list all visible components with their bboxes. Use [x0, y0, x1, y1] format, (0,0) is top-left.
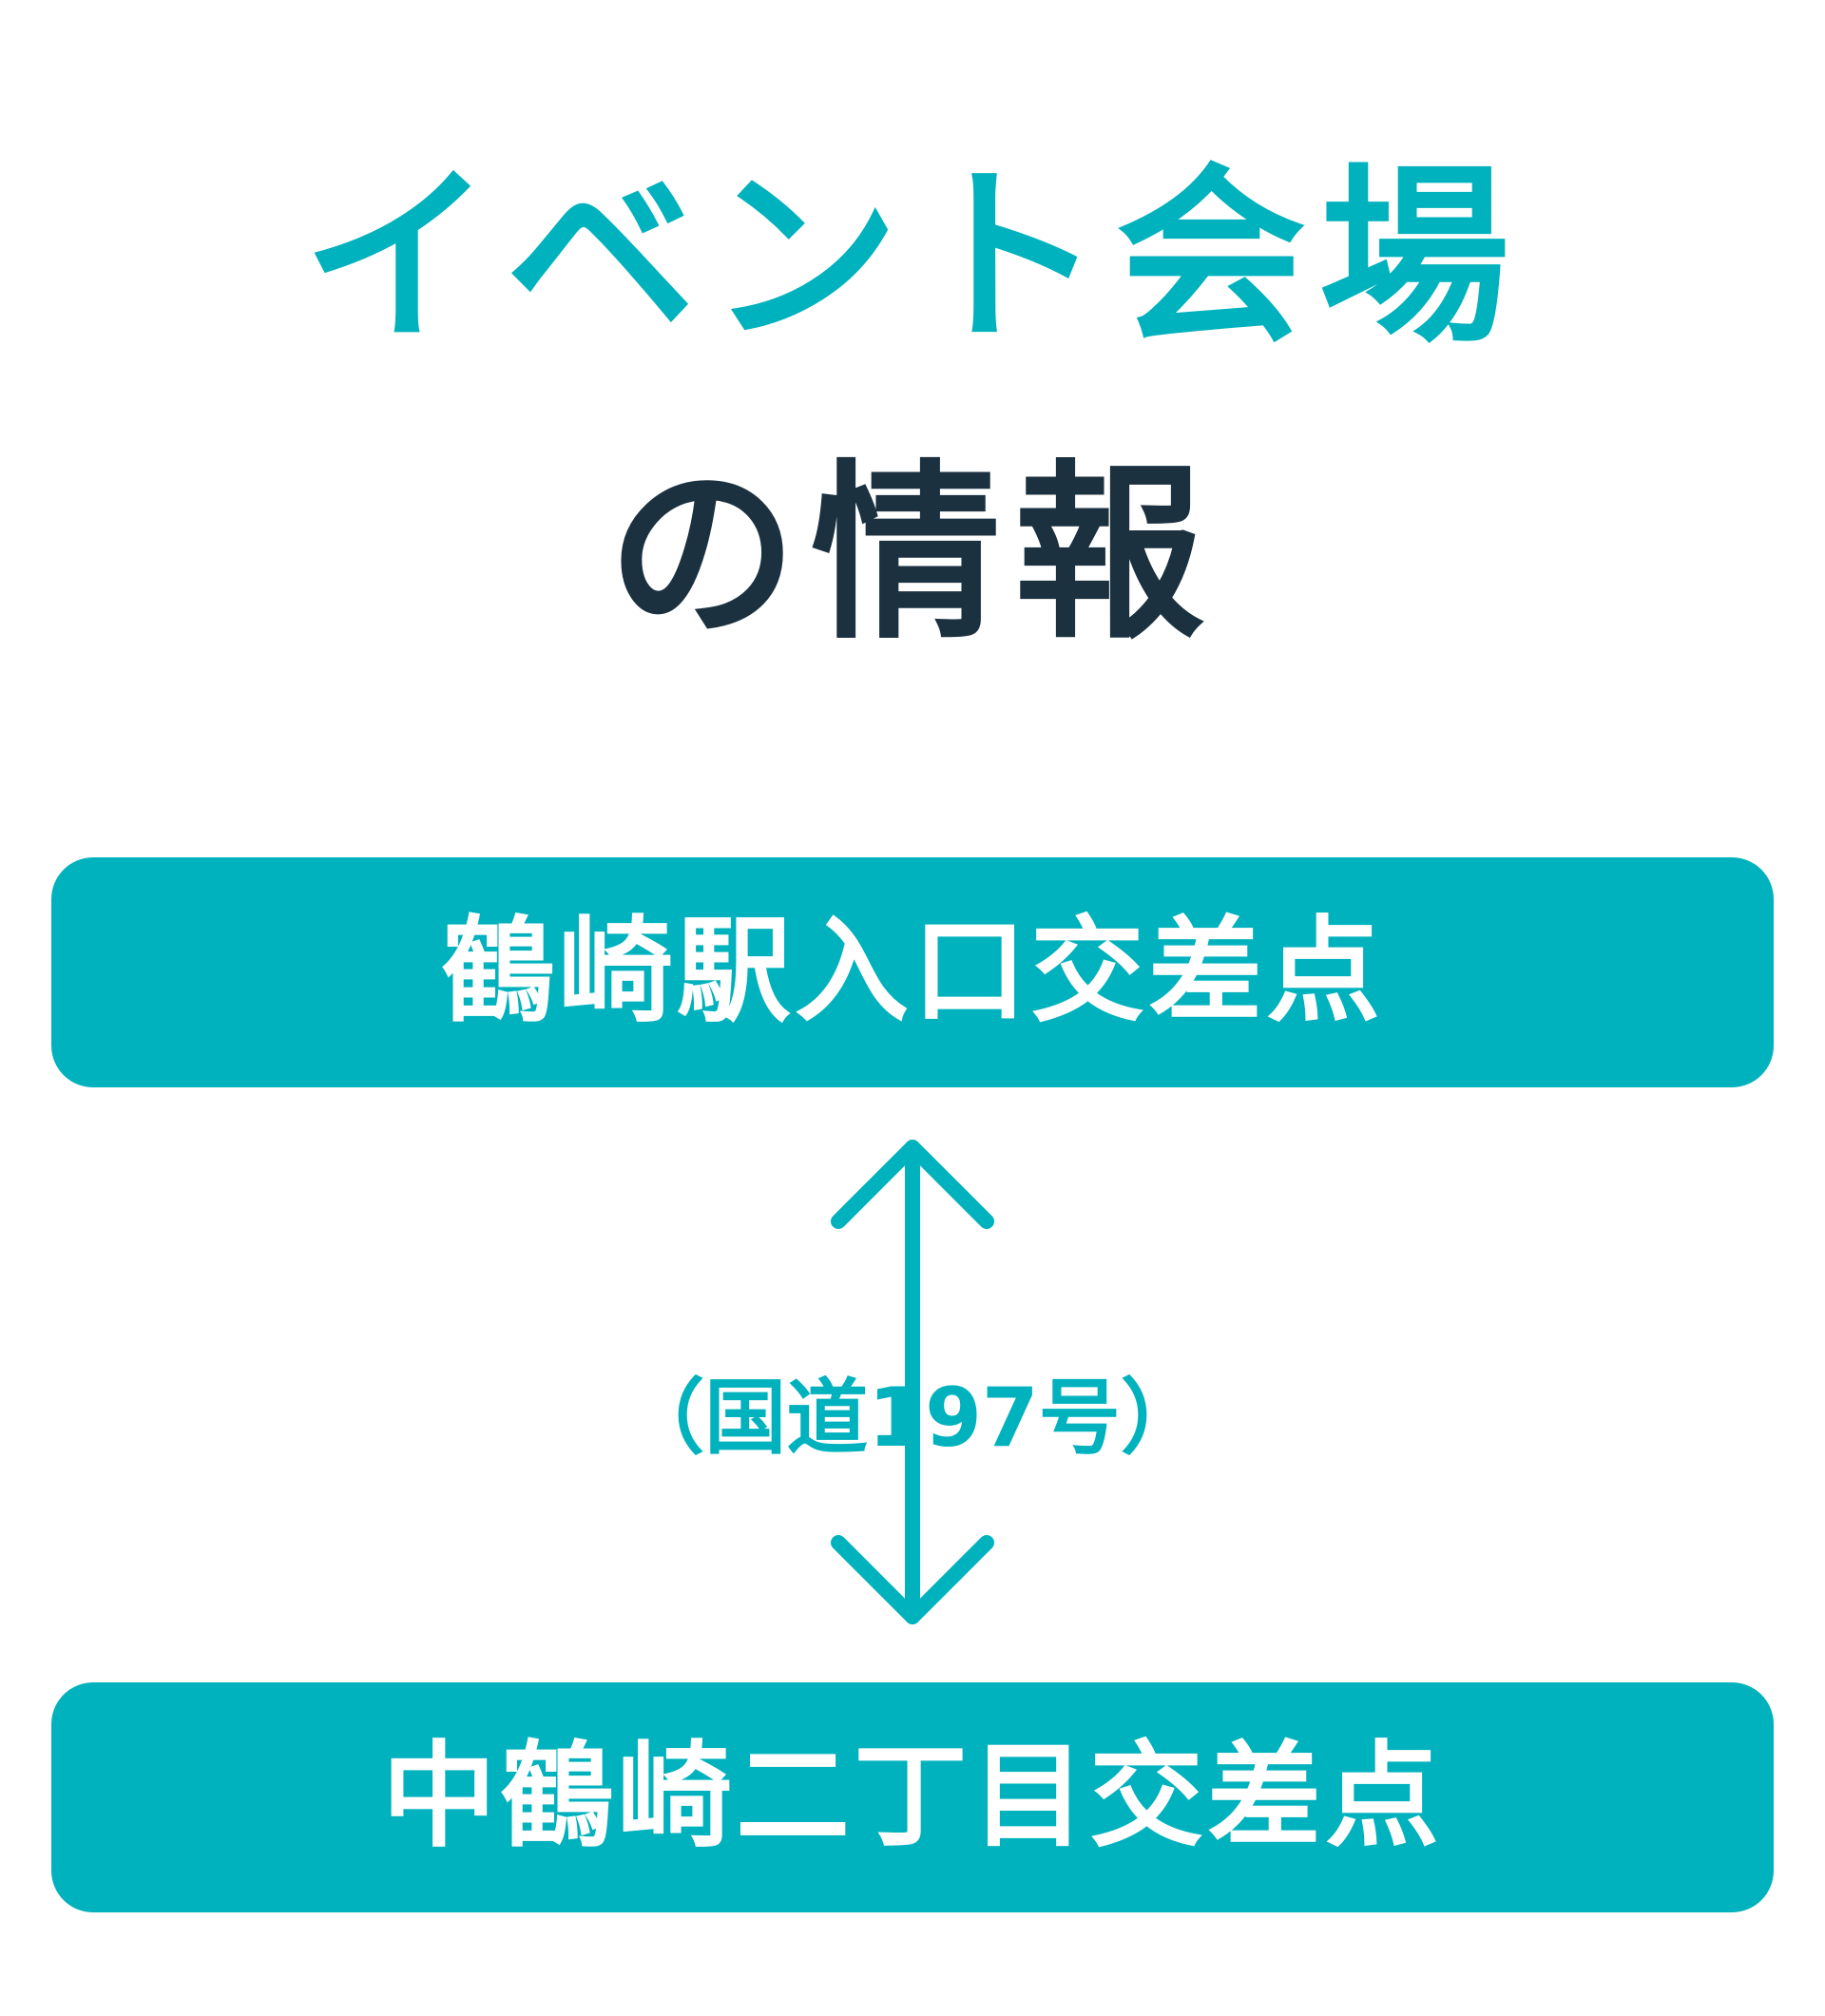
arrow-head-up [831, 1140, 994, 1229]
arrow-head-down [831, 1535, 994, 1624]
road-name-label: （国道197号） [623, 1371, 1202, 1466]
title-information: の情報 [606, 444, 1218, 665]
double-headed-vertical-arrow-icon [831, 1140, 994, 1624]
from-intersection-label: 鶴崎駅入口交差点 [441, 906, 1384, 1038]
to-intersection-label: 中鶴崎二丁目交差点 [382, 1731, 1443, 1863]
title-event-venue: イベント会場 [301, 147, 1523, 369]
to-intersection-box: 中鶴崎二丁目交差点 [51, 1682, 1774, 1912]
from-intersection-box: 鶴崎駅入口交差点 [51, 857, 1774, 1087]
